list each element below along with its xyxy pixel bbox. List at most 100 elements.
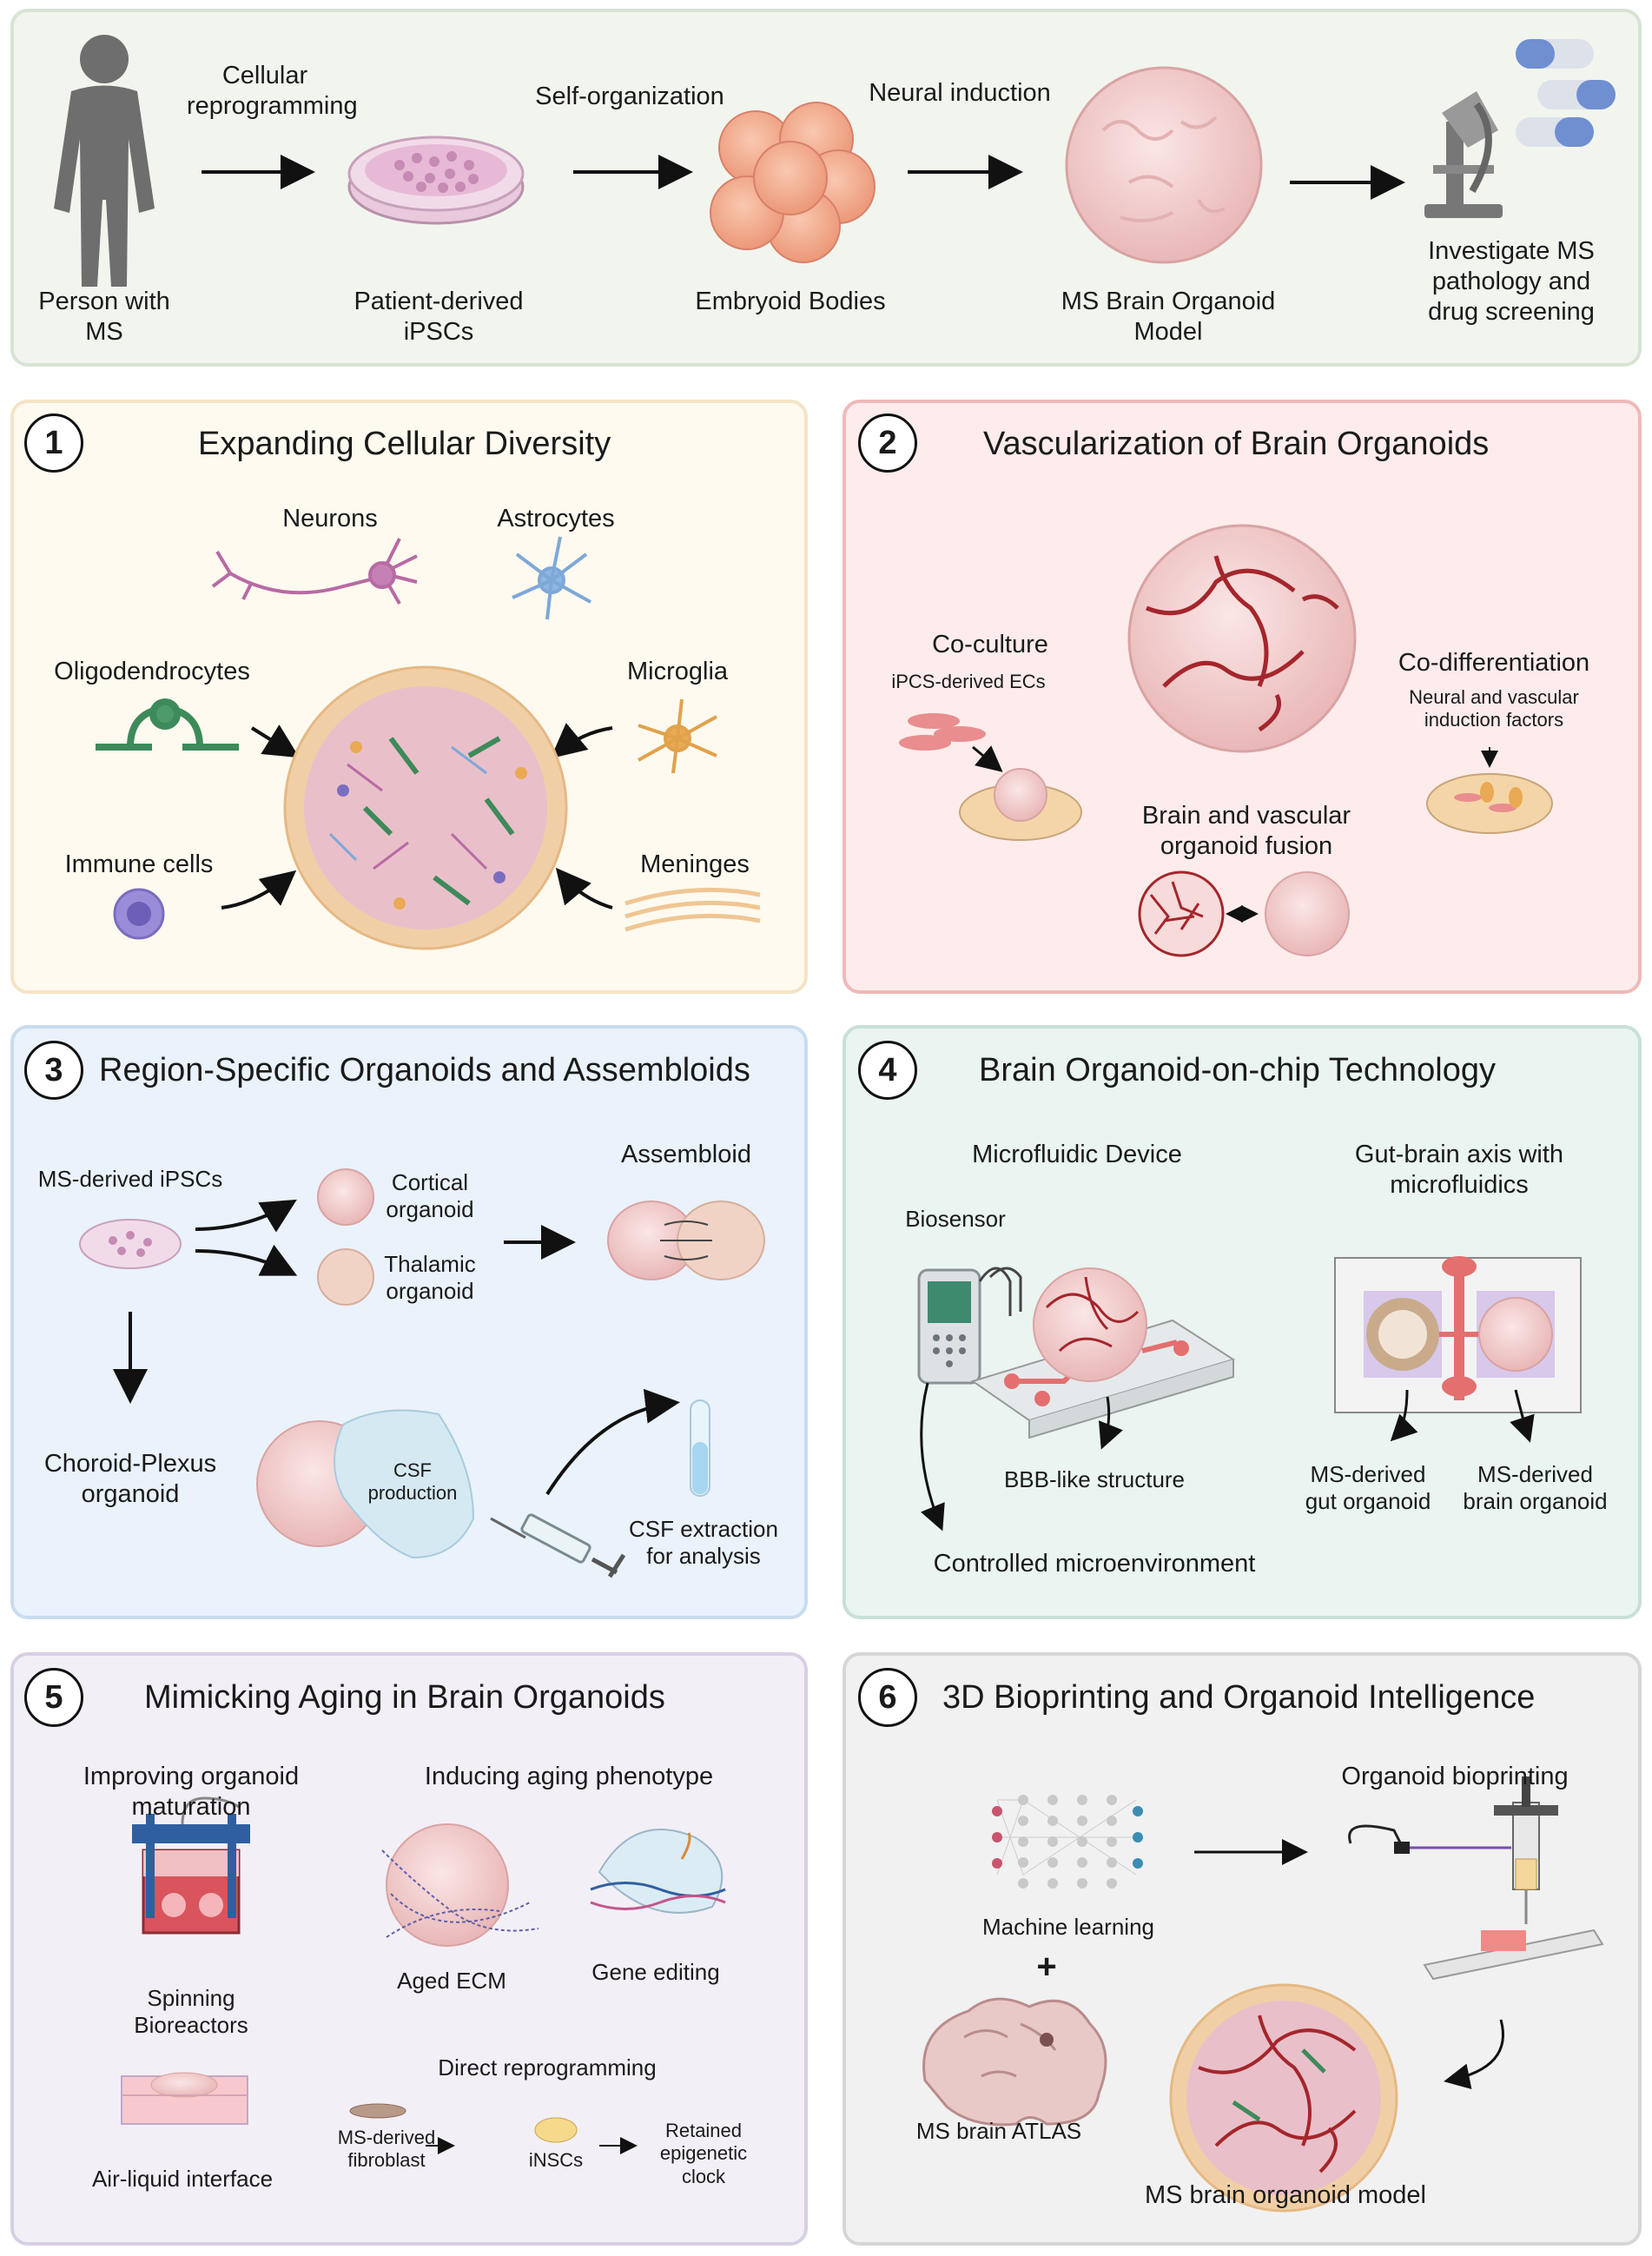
meninges-label: Meninges: [640, 850, 750, 878]
immune-cell-icon: [113, 888, 165, 940]
thalamic-organoid-icon: [317, 1248, 374, 1306]
vascular-organoid-icon: [1127, 524, 1357, 753]
cortical-organoid-icon: [317, 1168, 374, 1226]
immune-cells-label: Immune cells: [64, 850, 214, 878]
fibroblast-icon: [349, 2103, 406, 2119]
brain-organoid-label: MS-derived brain organoid: [1463, 1461, 1608, 1515]
brain-organoid-icon: [1065, 66, 1263, 264]
retained-clock-label: Retained epigenetic clock: [659, 2120, 748, 2187]
aged-ecm-label: Aged ECM: [397, 1968, 506, 1994]
panel-2-title: Vascularization of Brain Organoids: [983, 426, 1490, 462]
improving-maturation-label: Improving organoid maturation: [83, 1763, 300, 1821]
controlled-microenvironment-label: Controlled microenvironment: [933, 1550, 1256, 1578]
astrocyte-icon: [512, 536, 591, 620]
choroid-plexus-label: Choroid-Plexus organoid: [43, 1450, 217, 1508]
brain-atlas-label: MS brain ATLAS: [915, 2118, 1082, 2144]
microglia-icon: [638, 698, 717, 774]
oligodendrocyte-icon: [96, 698, 239, 751]
insc-icon: [534, 2117, 578, 2143]
insc-label: iNSCs: [528, 2149, 584, 2171]
endothelial-cells-icon: [899, 713, 986, 751]
machine-learning-label: Machine learning: [981, 1914, 1154, 1940]
reprogramming-label: Cellular reprogramming: [187, 62, 358, 120]
assembloid-icon: [607, 1201, 765, 1280]
assembloid-label: Assembloid: [621, 1141, 751, 1168]
panel-1-title: Expanding Cellular Diversity: [198, 426, 611, 462]
ipcs-ecs-label: iPCS-derived ECs: [891, 671, 1046, 692]
bioprinter-icon: [1348, 1776, 1604, 1981]
codifferentiation-label: Co-differentiation: [1398, 649, 1590, 677]
person-icon: [54, 35, 155, 287]
microscope-icon: [1424, 91, 1503, 218]
microfluidic-label: Microfluidic Device: [972, 1141, 1182, 1168]
microglia-label: Microglia: [626, 658, 729, 685]
air-liquid-interface-icon: [121, 2072, 248, 2125]
panel-4-title: Brain Organoid-on-chip Technology: [979, 1052, 1496, 1088]
petri-dish-icon: [347, 136, 525, 225]
biosensor-label: Biosensor: [905, 1206, 1006, 1232]
embryoid-bodies-label: Embryoid Bodies: [695, 288, 886, 315]
gene-editing-label: Gene editing: [591, 1959, 720, 1985]
panel-6-title: 3D Bioprinting and Organoid Intelligence: [942, 1679, 1536, 1716]
panel-1-number: 1: [24, 413, 83, 473]
induction-factors-label: Neural and vascular induction factors: [1409, 686, 1579, 731]
bbb-label: BBB-like structure: [1003, 1466, 1186, 1492]
panel-aging: [10, 1652, 808, 2246]
cortical-label: Cortical organoid: [386, 1169, 474, 1223]
panel-5-number: 5: [24, 1668, 83, 1727]
ipsc-label: Patient-derived iPSCs: [354, 288, 524, 346]
meninges-icon: [624, 887, 761, 932]
panel-5-title: Mimicking Aging in Brain Organoids: [144, 1679, 665, 1716]
csf-production-label: CSF production: [367, 1459, 458, 1505]
neurons-label: Neurons: [282, 505, 378, 533]
organoid-model-label: MS Brain Organoid Model: [1061, 288, 1276, 346]
self-organization-label: Self-organization: [535, 83, 724, 110]
neural-induction-label: Neural induction: [869, 79, 1051, 107]
codifferentiation-dish-icon: [1426, 773, 1553, 834]
spinning-bioreactors-label: Spinning Bioreactors: [134, 1985, 248, 2039]
vascular-organoid-small-icon: [1138, 870, 1225, 957]
ms-brain-organoid-model-icon: [1169, 1983, 1398, 2213]
gut-brain-chip-icon: [1334, 1256, 1582, 1413]
coculture-dish-icon: [959, 768, 1082, 841]
organoid-model-label-p6: MS brain organoid model: [1144, 2181, 1426, 2209]
ipsc-dish-icon: [79, 1219, 182, 1269]
brain-atlas-icon: [922, 1997, 1107, 2127]
diverse-organoid-icon: [283, 665, 568, 950]
investigate-label: Investigate MS pathology and drug screen…: [1428, 237, 1595, 326]
chip-organoid-icon: [1033, 1267, 1147, 1382]
astrocytes-label: Astrocytes: [497, 505, 615, 533]
fibroblast-label: MS-derived fibroblast: [337, 2127, 436, 2172]
air-liquid-label: Air-liquid interface: [91, 2166, 274, 2192]
thalamic-label: Thalamic organoid: [384, 1251, 476, 1305]
direct-reprogramming-label: Direct reprogramming: [438, 2054, 657, 2081]
organoid-bioprinting-label: Organoid bioprinting: [1341, 1763, 1569, 1790]
test-tube-icon: [690, 1399, 710, 1497]
biosensor-device-icon: [917, 1267, 1022, 1385]
plus-sign: +: [1036, 1948, 1057, 1986]
gene-editing-icon: [590, 1829, 726, 1914]
coculture-label: Co-culture: [932, 631, 1048, 658]
choroid-plexus-icon: [256, 1409, 475, 1559]
oligodendrocytes-label: Oligodendrocytes: [54, 658, 250, 685]
inducing-aging-label: Inducing aging phenotype: [424, 1763, 714, 1790]
neuron-icon: [211, 538, 418, 605]
panel-6-number: 6: [858, 1668, 917, 1727]
fusion-label: Brain and vascular organoid fusion: [1141, 802, 1351, 860]
neural-network-icon: [992, 1795, 1143, 1889]
panel-2-number: 2: [858, 413, 917, 473]
panel-3-title: Region-Specific Organoids and Assembloid…: [99, 1052, 750, 1088]
ms-ipscs-label: MS-derived iPSCs: [37, 1166, 223, 1192]
aged-ecm-icon: [381, 1823, 539, 1947]
gut-brain-label: Gut-brain axis with microfluidics: [1354, 1141, 1564, 1199]
embryoid-body-icon: [710, 102, 876, 263]
pills-icon: [1516, 39, 1616, 147]
person-label: Person with MS: [38, 288, 170, 346]
csf-extraction-label: CSF extraction for analysis: [629, 1516, 778, 1570]
panel-3-number: 3: [24, 1041, 83, 1100]
syringe-icon: [490, 1513, 626, 1578]
brain-organoid-small-icon: [1265, 871, 1350, 956]
panel-4-number: 4: [858, 1041, 917, 1100]
bioreactor-icon: [132, 1796, 250, 1935]
